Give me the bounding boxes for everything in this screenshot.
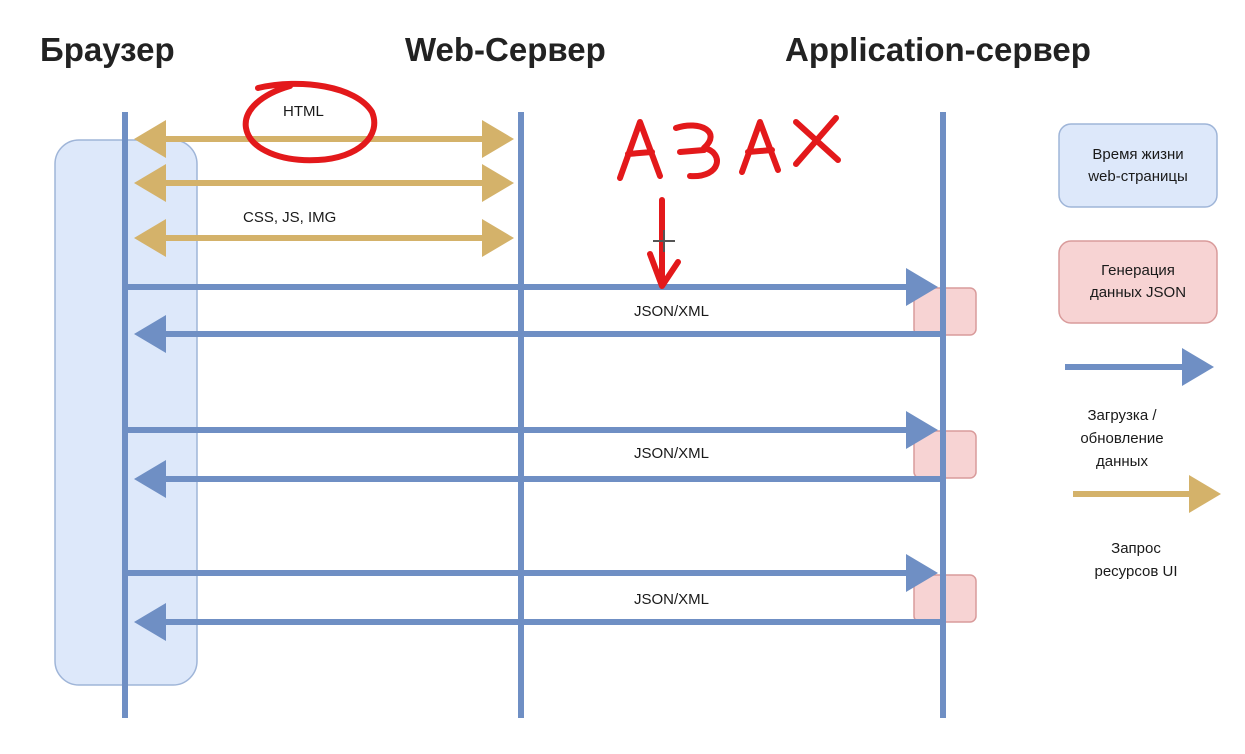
legend-page-lifetime-line1: Время жизни (1092, 146, 1183, 163)
label-json-xml-3: JSON/XML (634, 591, 709, 608)
ui-arrow-css-js-img (134, 219, 514, 257)
heading-browser: Браузер (40, 31, 175, 68)
legend-ui-request-line1: Запрос (1111, 540, 1161, 557)
label-html: HTML (283, 103, 324, 120)
data-response-arrow-3 (134, 603, 943, 641)
handwritten-ajax-text (617, 115, 841, 181)
ui-arrow-html (134, 120, 514, 158)
legend-ui-request-line2: ресурсов UI (1094, 563, 1177, 580)
data-response-arrow-1 (134, 315, 943, 353)
legend-data-load-line1: Загрузка / (1088, 407, 1158, 424)
data-request-arrow-3 (125, 554, 938, 592)
data-request-arrow-2 (125, 411, 938, 449)
legend-data-load-line2: обновление (1080, 430, 1163, 447)
heading-web-server: Web-Сервер (405, 31, 606, 68)
handwritten-circle (242, 80, 378, 164)
label-json-xml-2: JSON/XML (634, 445, 709, 462)
data-request-arrow-1 (125, 268, 938, 306)
label-css-js-img: CSS, JS, IMG (243, 209, 336, 226)
legend-ui-arrow (1073, 475, 1221, 513)
legend-data-load-line3: данных (1096, 453, 1148, 470)
legend-page-lifetime-line2: web-страницы (1087, 168, 1188, 185)
legend-data-arrow (1065, 348, 1214, 386)
legend-page-lifetime-swatch (1058, 123, 1218, 208)
legend-json-generation-line1: Генерация (1101, 262, 1175, 279)
legend-json-generation-swatch (1058, 240, 1218, 324)
data-response-arrow-2 (134, 460, 943, 498)
ui-arrow-middle (134, 164, 514, 202)
crosshair-cursor-icon (653, 230, 675, 252)
legend-json-generation-line2: данных JSON (1090, 284, 1186, 301)
label-json-xml-1: JSON/XML (634, 303, 709, 320)
heading-app-server: Application-сервер (785, 31, 1091, 68)
